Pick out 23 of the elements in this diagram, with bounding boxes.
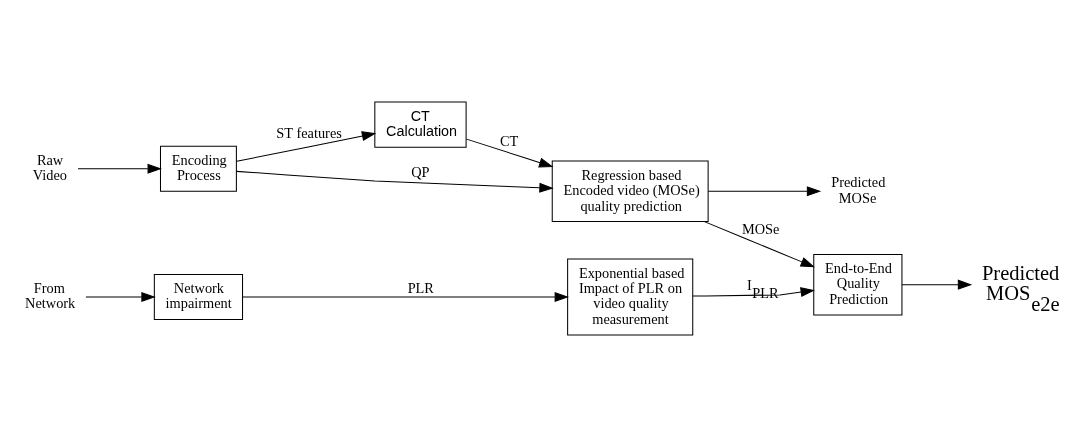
arrow: [466, 138, 554, 167]
node-box: Encoding Process: [159, 145, 237, 192]
node-box: Regression based Encoded video (MOSe) quality prediction: [551, 160, 709, 222]
arrow: [901, 279, 973, 290]
arrow: [703, 220, 815, 267]
node-text: Raw Video: [32, 151, 68, 183]
node-text: Predicted MOSe: [831, 173, 886, 206]
edge-label: PLR: [407, 279, 434, 296]
arrow: [236, 170, 554, 193]
arrow: [236, 130, 377, 162]
arrow: [77, 163, 162, 174]
edge-label: QP: [411, 163, 430, 180]
edge-label: CT: [499, 132, 519, 149]
node-box: Network impairment: [153, 273, 244, 320]
node-box: End-to-End Quality Prediction: [813, 253, 903, 315]
arrow: [85, 291, 156, 302]
arrow: [707, 185, 822, 196]
node-text: From Network: [25, 279, 76, 311]
node-box: Exponential based Impact of PLR on video quality measurement: [567, 258, 694, 335]
edge-label: MOSe: [741, 220, 780, 237]
arrow: [242, 291, 569, 302]
node-box: CT Calculation: [374, 101, 467, 148]
edge-label: ST features: [276, 124, 342, 141]
